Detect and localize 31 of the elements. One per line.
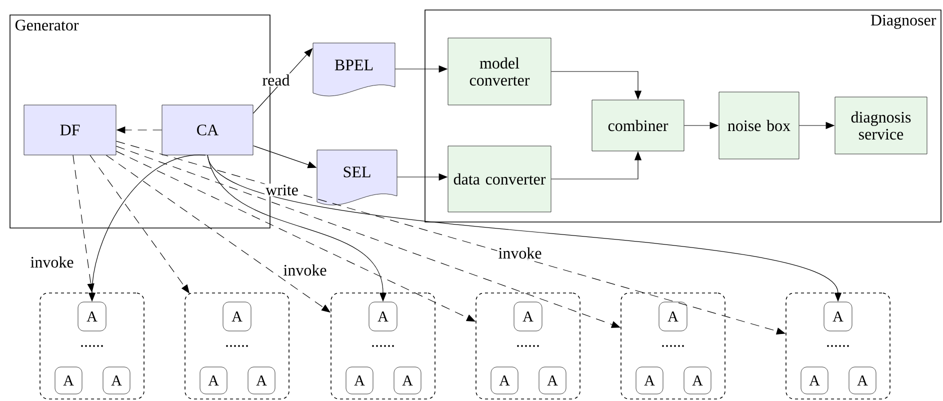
process-box: DF <box>24 104 116 156</box>
agent-box: A <box>490 366 518 394</box>
agent-box: A <box>346 366 374 394</box>
agent-box: A <box>800 366 828 394</box>
agent-box: A <box>78 302 106 332</box>
edge-label: invoke <box>497 246 543 260</box>
arrow <box>252 48 313 114</box>
process-box: CA <box>162 104 254 156</box>
agent-box: A <box>636 366 664 394</box>
process-box: diagnosis service <box>834 96 928 154</box>
edge-label: write <box>264 184 300 196</box>
agent-box: A <box>368 302 398 332</box>
agent-box: A <box>394 366 422 394</box>
agent-box: A <box>824 302 852 332</box>
process-box: noise box <box>718 92 800 160</box>
agent-box: A <box>222 302 252 332</box>
agent-box: A <box>848 366 876 394</box>
agent-box: A <box>102 366 130 394</box>
edge-label: read <box>261 73 291 87</box>
edge-label: invoke <box>29 255 75 269</box>
agent-box: A <box>200 366 228 394</box>
process-box: combiner <box>592 100 684 152</box>
agent-box: A <box>514 302 542 332</box>
agent-box: A <box>684 366 712 394</box>
edge-label: invoke <box>282 263 328 277</box>
agent-box: A <box>248 366 276 394</box>
process-box: model converter <box>448 38 552 106</box>
process-box: data converter <box>448 146 552 212</box>
agent-box: A <box>658 302 688 332</box>
agent-box: A <box>538 366 566 394</box>
agent-box: A <box>54 366 82 394</box>
